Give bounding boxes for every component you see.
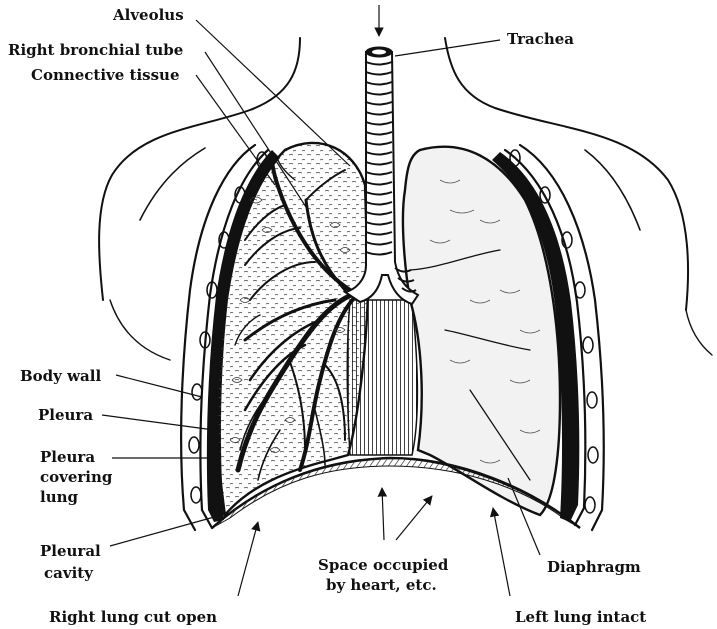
- arrow-right-lung: [238, 522, 258, 596]
- label-connective-tissue: Connective tissue: [31, 66, 180, 84]
- right-lung-cut-open: [218, 143, 369, 515]
- label-space-occupied-1: Space occupied: [318, 556, 449, 574]
- arrow-left-lung: [493, 508, 510, 596]
- label-pleura-covering-lung-2: covering: [40, 468, 113, 486]
- label-right-bronchial-tube: Right bronchial tube: [8, 41, 183, 59]
- label-pleural-cavity-1: Pleural: [40, 542, 101, 560]
- label-right-lung-cut-open: Right lung cut open: [49, 608, 217, 626]
- leader-pleural-cavity: [110, 514, 225, 546]
- label-pleura: Pleura: [38, 406, 93, 424]
- label-space-occupied-2: by heart, etc.: [326, 576, 437, 594]
- label-pleural-cavity-2: cavity: [44, 564, 94, 582]
- heart-space: [347, 300, 417, 455]
- label-trachea: Trachea: [507, 30, 574, 48]
- leader-pleura: [102, 415, 214, 430]
- label-body-wall: Body wall: [20, 367, 101, 385]
- leader-alveolus: [196, 20, 350, 166]
- leader-body-wall: [116, 375, 202, 397]
- label-diaphragm: Diaphragm: [547, 558, 641, 576]
- arrow-space-right: [396, 496, 432, 540]
- label-left-lung-intact: Left lung intact: [515, 608, 646, 626]
- label-pleura-covering-lung-1: Pleura: [40, 448, 95, 466]
- leader-connective-tissue: [196, 75, 275, 185]
- label-pleura-covering-lung-3: lung: [40, 488, 79, 506]
- arrow-space-left: [382, 488, 384, 540]
- label-alveolus: Alveolus: [112, 6, 184, 24]
